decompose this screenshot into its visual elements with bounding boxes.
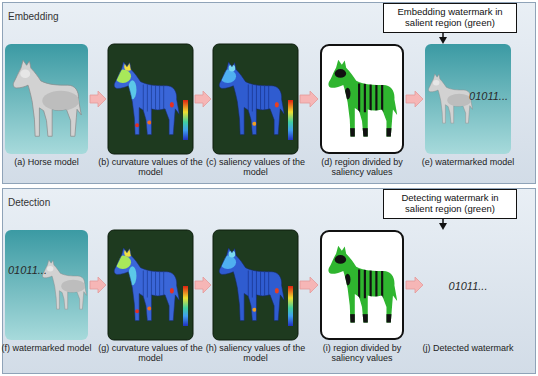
flow-arrow: [300, 91, 318, 107]
image-ground: [321, 45, 403, 153]
image-caption: (h) saliency values of the model: [203, 343, 308, 364]
image-caption: (c) saliency values of the model: [203, 157, 308, 178]
caption-holder: (i) region divided by saliency values: [310, 343, 414, 364]
color-bar: [288, 286, 293, 326]
horse-figure: [217, 246, 285, 324]
watermark-bits: 01011...: [449, 280, 488, 292]
image-box: 01011...(e) watermarked model: [425, 44, 511, 154]
caption-holder: (b) curvature values of the model: [98, 157, 203, 178]
image-box: 01011...(f) watermarked model: [5, 230, 88, 340]
image-box: (i) region divided by saliency values: [320, 230, 404, 340]
flow-arrow: [439, 33, 447, 44]
image-caption: (f) watermarked model: [0, 343, 98, 353]
image-ground: [5, 230, 88, 340]
callout-text: Detecting watermark in salient region (g…: [388, 193, 512, 215]
caption-holder: (c) saliency values of the model: [203, 157, 308, 178]
watermark-holder: 01011...: [8, 260, 47, 278]
image-ground: [108, 230, 193, 340]
flow-arrow: [406, 91, 423, 107]
horse-figure: [112, 60, 180, 138]
horse-figure: [42, 260, 86, 309]
caption-holder: (h) saliency values of the model: [203, 343, 308, 364]
flow-arrow: [90, 91, 106, 107]
caption-holder: (d) region divided by saliency values: [310, 157, 414, 178]
panel-band: Embedding(a) Horse model(b) curvature va…: [2, 2, 536, 184]
color-bar: [183, 100, 188, 140]
horse-figure: [326, 244, 398, 327]
image-box: (g) curvature values of the model: [108, 230, 193, 340]
flow-arrow: [90, 277, 106, 293]
image-ground: [213, 230, 298, 340]
image-caption: (e) watermarked model: [415, 157, 521, 167]
horse-figure: [428, 74, 472, 123]
flow-arrow: [406, 277, 423, 293]
caption-holder: (j) Detected watermark: [415, 343, 521, 353]
image-box: 01011...(j) Detected watermark: [425, 230, 511, 340]
panel-title-holder: Detection: [8, 192, 50, 210]
flow-arrow: [300, 277, 318, 293]
panel-title: Embedding: [8, 11, 59, 22]
panel-title: Detection: [8, 197, 50, 208]
callout-box: Embedding watermark in salient region (g…: [383, 3, 517, 33]
image-ground: [213, 44, 298, 154]
color-bar: [183, 286, 188, 326]
image-box: (h) saliency values of the model: [213, 230, 298, 340]
image-box: (d) region divided by saliency values: [320, 44, 404, 154]
image-box: (a) Horse model: [5, 44, 88, 154]
flow-arrow: [439, 219, 447, 230]
image-ground: [425, 44, 511, 154]
caption-holder: (g) curvature values of the model: [98, 343, 203, 364]
image-caption: (b) curvature values of the model: [98, 157, 203, 178]
image-caption: (i) region divided by saliency values: [310, 343, 414, 364]
image-box: (c) saliency values of the model: [213, 44, 298, 154]
image-box: (b) curvature values of the model: [108, 44, 193, 154]
image-caption: (d) region divided by saliency values: [310, 157, 414, 178]
watermark-bits: 01011...: [8, 264, 47, 276]
horse-figure: [326, 58, 398, 141]
horse-figure: [13, 60, 81, 136]
callout-text: Embedding watermark in salient region (g…: [388, 7, 512, 29]
horse-figure: [112, 246, 180, 324]
panel-ground: [3, 3, 536, 184]
watermark-holder: 01011...: [469, 86, 508, 104]
image-ground: [5, 44, 88, 154]
caption-holder: (f) watermarked model: [0, 343, 98, 353]
image-caption: (g) curvature values of the model: [98, 343, 203, 364]
image-caption: (j) Detected watermark: [415, 343, 521, 353]
watermark-bits: 01011...: [469, 90, 508, 102]
image-ground: [321, 231, 403, 339]
watermark-holder: 01011...: [425, 276, 511, 294]
panel-title-holder: Embedding: [8, 6, 59, 24]
color-bar: [288, 100, 293, 140]
horse-figure: [217, 60, 285, 138]
caption-holder: (e) watermarked model: [415, 157, 521, 167]
image-caption: (a) Horse model: [0, 157, 98, 167]
image-ground: [108, 44, 193, 154]
flow-arrow: [195, 91, 211, 107]
callout-box: Detecting watermark in salient region (g…: [383, 189, 517, 219]
caption-holder: (a) Horse model: [0, 157, 98, 167]
panel-band: Detection01011...(f) watermarked model(g…: [2, 188, 536, 374]
flow-arrow: [195, 277, 211, 293]
